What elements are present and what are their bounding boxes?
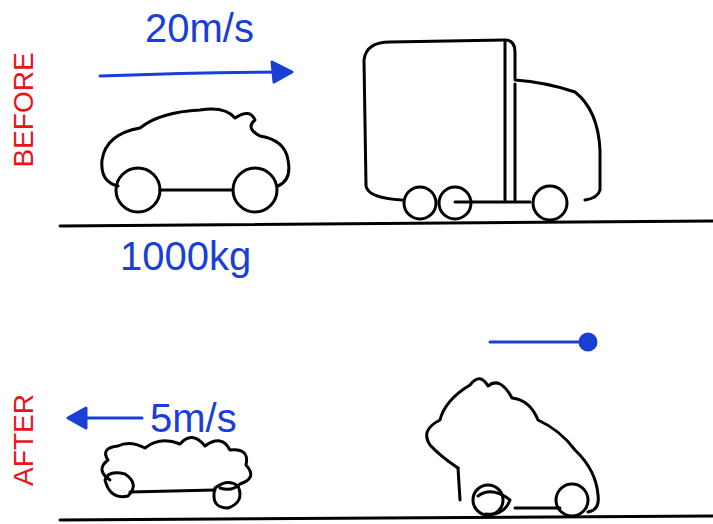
arrow-head xyxy=(68,408,86,428)
ground-line xyxy=(60,516,713,520)
wrecked-truck-drawing xyxy=(427,379,599,516)
velocity-label: 5m/s xyxy=(150,398,237,438)
wrecked-car-drawing xyxy=(102,437,251,508)
ground-line xyxy=(60,221,713,226)
truck-drawing xyxy=(364,40,600,220)
arrow-head xyxy=(272,62,292,82)
car-drawing xyxy=(102,109,289,212)
velocity-label: 20m/s xyxy=(145,8,254,48)
mass-label: 1000kg xyxy=(120,236,251,276)
section-heading: AFTER xyxy=(10,394,38,486)
arrow-head xyxy=(580,334,596,350)
section-heading: BEFORE xyxy=(10,52,38,167)
velocity-arrow xyxy=(490,341,580,344)
velocity-arrow xyxy=(100,72,290,76)
